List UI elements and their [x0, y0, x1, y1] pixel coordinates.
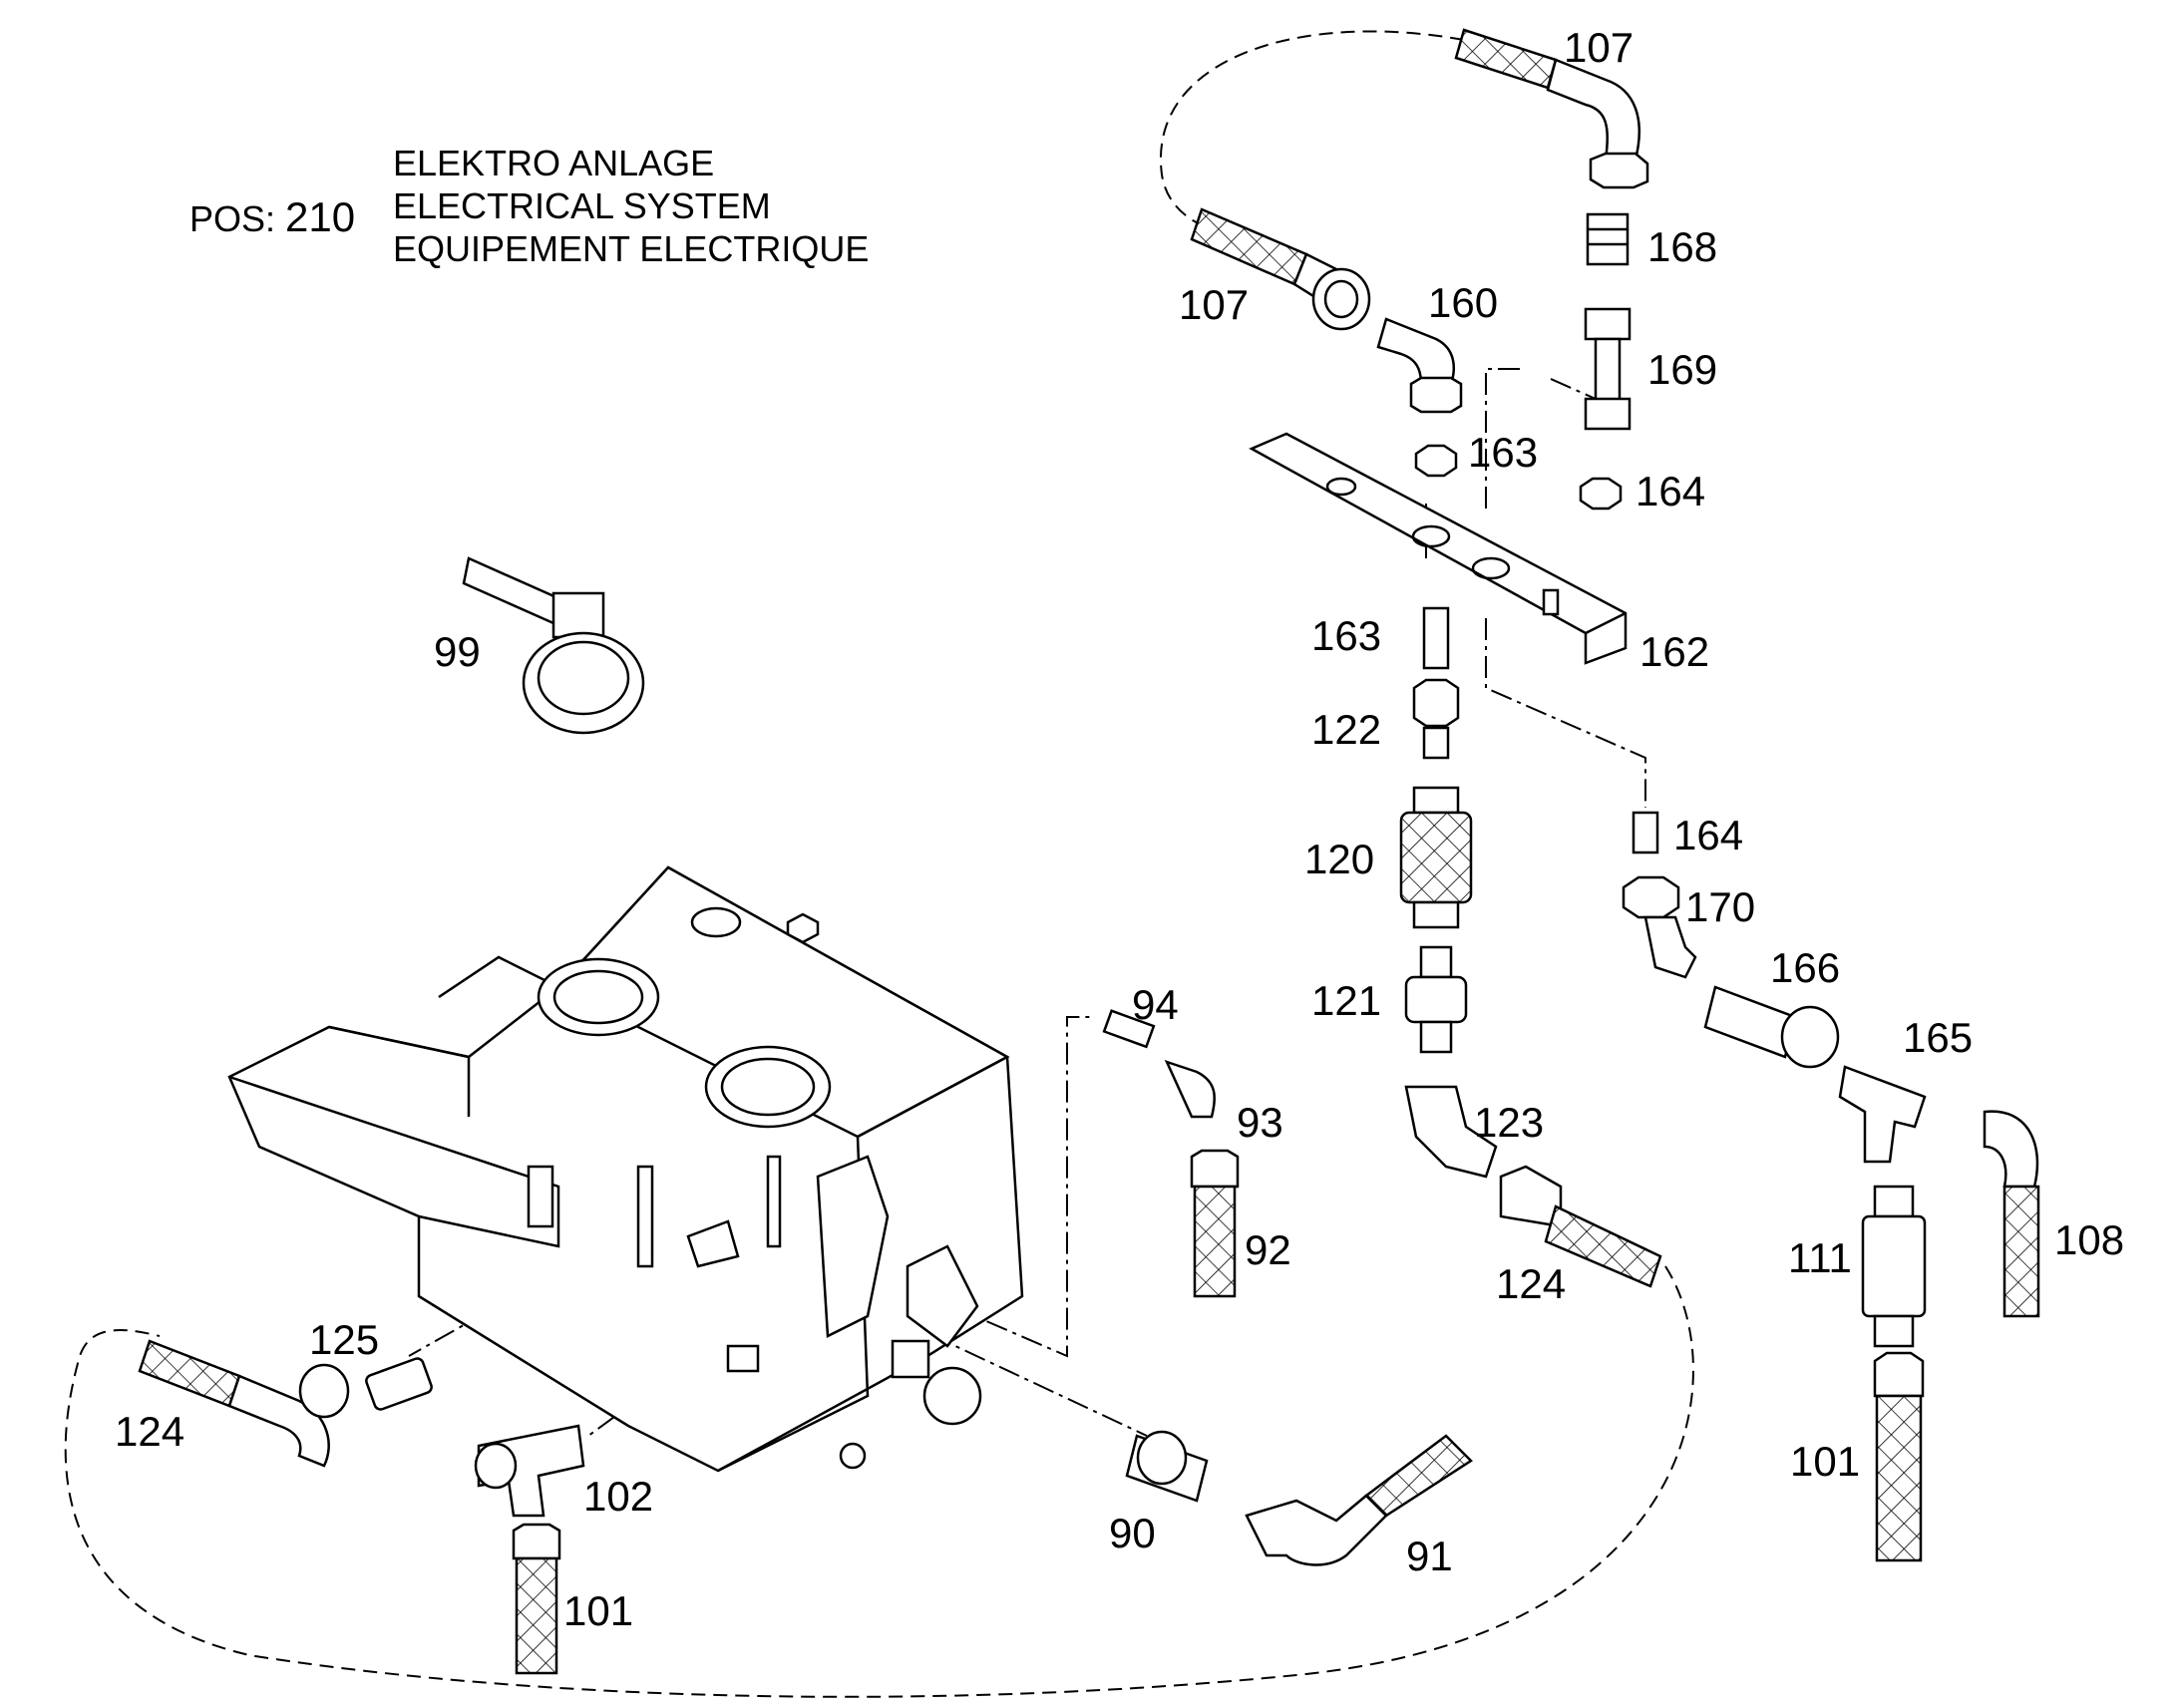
- left-hose-group: [138, 1339, 585, 1675]
- callout-164-top: 164: [1635, 468, 1705, 514]
- hose-124-center: [1499, 1165, 1662, 1288]
- callout-122: 122: [1311, 706, 1381, 753]
- callout-169: 169: [1647, 346, 1717, 393]
- callout-162: 162: [1639, 628, 1709, 675]
- callout-164-lower: 164: [1673, 812, 1743, 858]
- callout-163-top: 163: [1468, 429, 1538, 476]
- callout-160: 160: [1428, 279, 1498, 326]
- nuts-163-164: [1414, 444, 1623, 511]
- callout-93: 93: [1237, 1099, 1283, 1146]
- cable-tie-99: [462, 556, 645, 735]
- connector-111: [1861, 1185, 1927, 1348]
- callout-121: 121: [1311, 977, 1381, 1024]
- title-english: ELECTRICAL SYSTEM: [393, 185, 771, 226]
- callout-120: 120: [1304, 836, 1374, 882]
- callout-111: 111: [1788, 1234, 1852, 1281]
- position-prefix: POS:: [189, 198, 276, 239]
- callout-163-lower: 163: [1311, 612, 1381, 659]
- callout-101-left: 101: [563, 1587, 633, 1634]
- fittings-94-93-92: [1102, 1009, 1240, 1298]
- callout-labels: 107 107 168 160 169 163 164 163 162 99 1…: [115, 24, 2124, 1634]
- callout-92: 92: [1245, 1226, 1291, 1273]
- callout-168: 168: [1647, 223, 1717, 270]
- callout-124-left: 124: [115, 1408, 184, 1455]
- fittings-90-91: [1125, 1430, 1473, 1566]
- callout-101-right: 101: [1790, 1438, 1860, 1485]
- callout-165: 165: [1903, 1014, 1973, 1061]
- title-german: ELEKTRO ANLAGE: [393, 143, 715, 183]
- callout-108: 108: [2054, 1216, 2124, 1263]
- hose-107-top: [1454, 28, 1649, 189]
- callout-107-left: 107: [1179, 281, 1249, 328]
- assembly-titles: ELEKTRO ANLAGE ELECTRICAL SYSTEM EQUIPEM…: [393, 142, 869, 270]
- vertical-fitting-stack: [1399, 606, 1498, 1179]
- callout-91: 91: [1406, 1533, 1453, 1579]
- fittings-168-169: [1584, 212, 1632, 431]
- position-number: 210: [285, 193, 356, 240]
- title-french: EQUIPEMENT ELECTRIQUE: [393, 228, 870, 269]
- electrical-housing-frame: [227, 865, 1024, 1473]
- hose-101-right: [1873, 1351, 1925, 1562]
- callout-170: 170: [1685, 883, 1755, 930]
- mounting-bracket-162: [1249, 432, 1628, 665]
- hose-108: [1983, 1110, 2040, 1318]
- position-label: POS: 210: [189, 193, 355, 241]
- callout-124-center: 124: [1496, 1260, 1566, 1307]
- callout-90: 90: [1109, 1510, 1156, 1556]
- callout-99: 99: [434, 628, 481, 675]
- callout-166: 166: [1770, 944, 1840, 991]
- callout-107-top: 107: [1564, 24, 1634, 71]
- elbow-fitting-160: [1376, 317, 1463, 414]
- callout-123: 123: [1474, 1099, 1544, 1146]
- hose-107-left: [1190, 207, 1371, 331]
- callout-102: 102: [583, 1473, 653, 1520]
- right-fittings: [1622, 811, 1927, 1164]
- callout-94: 94: [1132, 981, 1179, 1028]
- callout-125: 125: [309, 1316, 379, 1363]
